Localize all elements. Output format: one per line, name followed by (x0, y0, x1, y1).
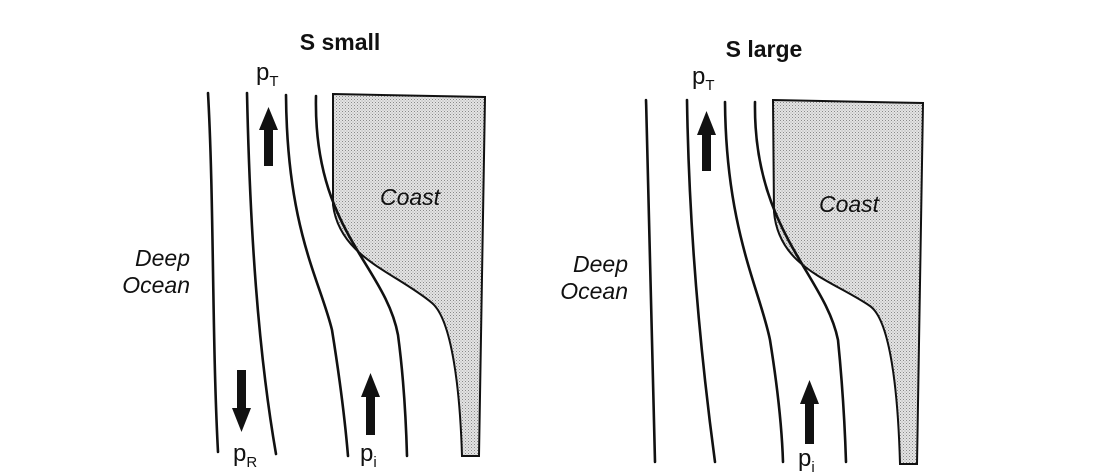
streamline-2 (685, 98, 717, 464)
arrow-up-top (259, 107, 278, 166)
coast-label: Coast (819, 191, 881, 217)
coast-landmass (332, 92, 487, 457)
arrow-down-bottom (232, 370, 251, 432)
label-pr: pR (233, 440, 257, 471)
streamline-3 (284, 93, 350, 458)
streamline-3 (723, 100, 785, 464)
label-pi: pi (798, 445, 815, 475)
panel-title: S large (726, 36, 803, 62)
streamline-4 (314, 94, 409, 458)
arrow-up-bottom (800, 380, 819, 444)
label-pt: pT (256, 59, 279, 90)
streamline-2 (245, 91, 278, 456)
arrow-up-bottom (361, 373, 380, 435)
streamline-1 (644, 98, 657, 464)
arrow-up-top (697, 111, 716, 171)
streamline-1 (206, 91, 220, 454)
streamline-4 (753, 100, 848, 464)
ocean-label-line2: Ocean (122, 272, 190, 298)
ocean-label-line1: Deep (135, 245, 190, 271)
label-pi: pi (360, 440, 377, 471)
ocean-label-line2: Ocean (560, 278, 628, 304)
panel-s-large: S large Coast Deep Ocean pT pi (560, 36, 925, 475)
ocean-label-line1: Deep (573, 251, 628, 277)
coast-landmass (771, 98, 925, 465)
label-pt: pT (692, 63, 715, 94)
panel-title: S small (300, 29, 381, 55)
panel-s-small: S small Coast Deep Ocean pT pR pi (122, 29, 487, 471)
coast-label: Coast (380, 184, 442, 210)
